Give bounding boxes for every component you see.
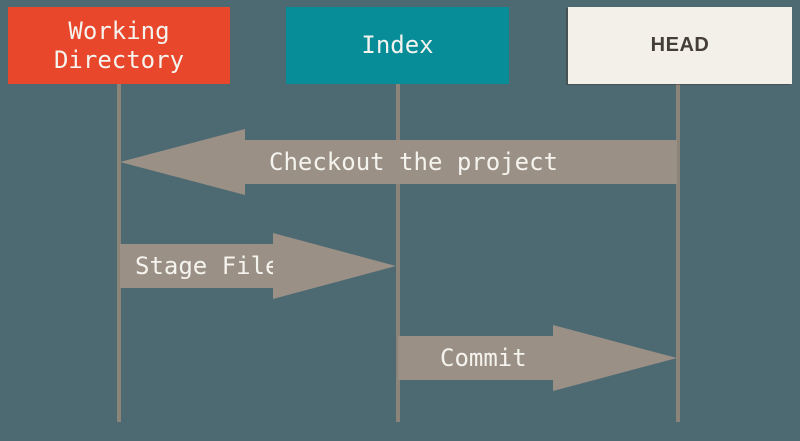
checkout-arrow-shaft: Checkout the project [245,140,677,184]
checkout-arrow-head-left-icon [120,129,245,195]
stage-files-arrow-shaft: Stage Files [120,244,294,288]
box-head: HEAD [568,7,792,84]
index-timeline-line [396,84,400,422]
commit-arrow-label: Commit [440,344,527,372]
working-directory-timeline-line [117,84,121,422]
head-timeline-line [676,84,680,422]
box-index: Index [286,7,509,84]
commit-arrow-shaft: Commit [398,336,553,380]
box-working-directory: Working Directory [8,7,230,84]
commit-arrow-head-right-icon [553,325,677,391]
checkout-arrow-label: Checkout the project [269,148,558,176]
stage-files-arrow-head-right-icon [273,233,396,299]
stage-files-arrow-label: Stage Files [135,252,294,280]
